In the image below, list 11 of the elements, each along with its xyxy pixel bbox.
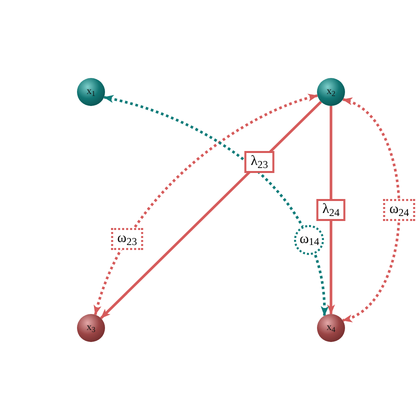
node-label: x$_{1}$ — [86, 87, 96, 97]
node-label: x$_{4}$ — [326, 323, 336, 333]
edge-label: ω$_{14}$ — [294, 225, 324, 256]
node-label: x$_{2}$ — [326, 87, 336, 97]
node-label: x$_{3}$ — [86, 323, 96, 333]
edge-label: λ$_{23}$ — [244, 151, 274, 174]
edge-label: λ$_{24}$ — [316, 199, 346, 221]
double-headed-arrow — [342, 98, 400, 322]
edge-label: ω$_{24}$ — [383, 198, 416, 221]
arrow — [327, 106, 335, 314]
edge-label: ω$_{23}$ — [111, 228, 143, 250]
